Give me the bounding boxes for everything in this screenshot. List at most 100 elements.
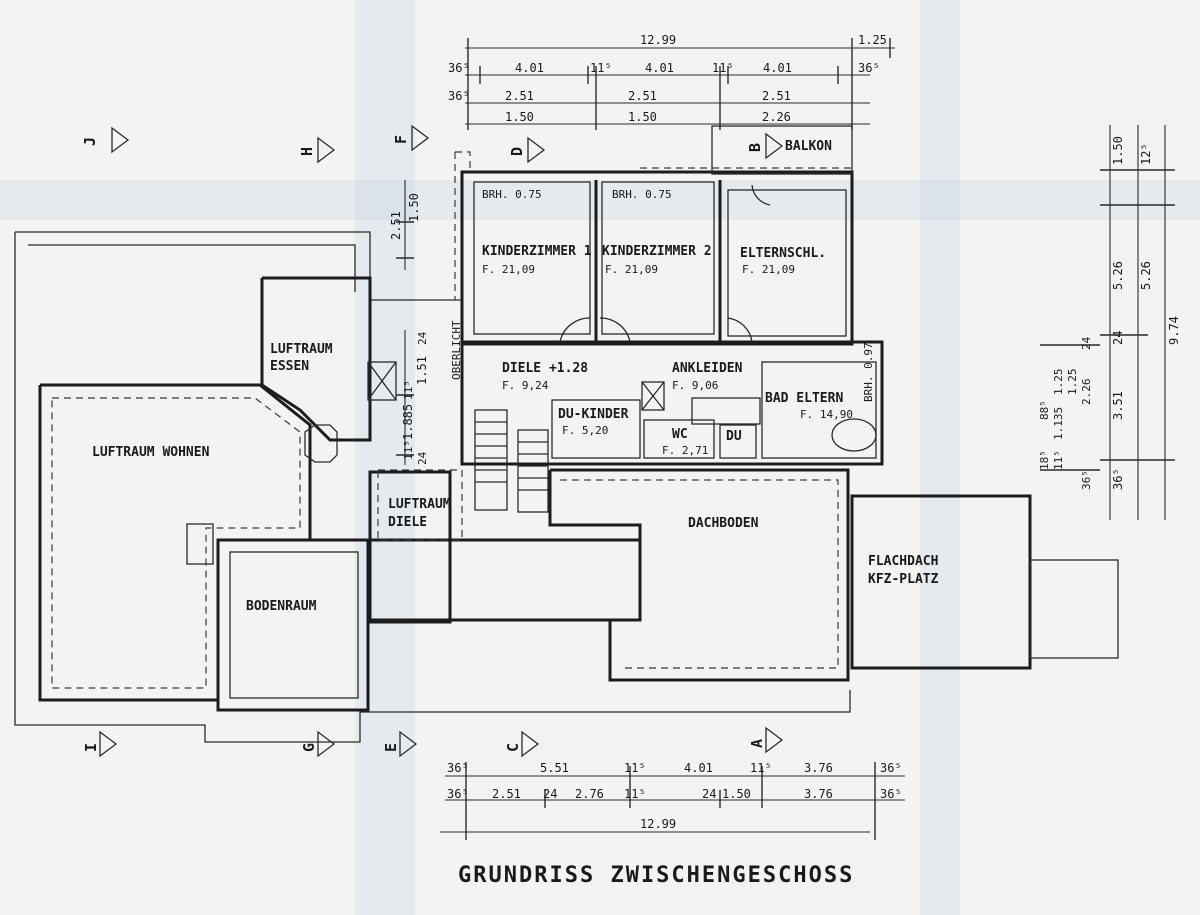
dim-top-r1-2: 11⁵ — [590, 61, 612, 75]
dim-right-outer-2: 24 — [1111, 331, 1125, 345]
dim-right-small-7: 18⁵ — [1038, 450, 1051, 470]
dim-bot-r1-6: 36⁵ — [880, 761, 902, 775]
room-bad-eltern-area: F. 14,90 — [800, 408, 853, 421]
room-kinderzimmer2-area: F. 21,09 — [605, 263, 658, 276]
dim-right-mid-1: 5.26 — [1139, 261, 1153, 290]
section-marker-j-arrow — [111, 126, 130, 154]
dim-right-small-3: 11⁵ — [1052, 450, 1065, 470]
dim-right-small-4: 1.135 — [1052, 407, 1065, 440]
room-kinderzimmer1-name: KINDERZIMMER 1 — [482, 244, 592, 259]
dim-bot-r2-7: 3.76 — [804, 787, 833, 801]
section-marker-b-arrow — [765, 132, 784, 160]
dim-top-r3-1: 1.50 — [628, 110, 657, 124]
room-luftraum-essen-l2: ESSEN — [270, 359, 309, 374]
room-dachboden-name: DACHBODEN — [688, 516, 759, 531]
dim-top-r1-3: 4.01 — [645, 61, 674, 75]
section-marker-d-arrow — [527, 136, 546, 164]
section-marker-g: G — [300, 743, 318, 752]
dim-bot-r1-0: 36⁵ — [447, 761, 469, 775]
dim-right-outer-3: 3.51 — [1111, 391, 1125, 420]
note-brh-kz2: BRH. 0.75 — [612, 188, 672, 201]
dim-right-small-2: 2.26 — [1080, 379, 1093, 406]
room-du-kinder-name: DU-KINDER — [558, 407, 629, 422]
dim-top-r2-2: 2.51 — [628, 89, 657, 103]
left-dimension-chain — [396, 180, 414, 465]
section-marker-a-arrow — [765, 726, 784, 754]
dim-top-r1-6: 36⁵ — [858, 61, 880, 75]
room-flachdach-l2: KFZ-PLATZ — [868, 572, 939, 587]
room-flachdach-l1: FLACHDACH — [868, 554, 938, 569]
section-marker-f-arrow — [411, 124, 430, 152]
room-du-name: DU — [726, 429, 742, 444]
section-marker-e-arrow — [399, 730, 418, 758]
right-dimension-chain — [1040, 125, 1175, 520]
dim-top-r1-1: 4.01 — [515, 61, 544, 75]
scan-fold-vertical-right — [920, 0, 960, 915]
section-marker-c: C — [504, 743, 522, 752]
dim-right-outer-0: 1.50 — [1111, 136, 1125, 165]
note-brh-bad: BRH. 0.97 — [862, 342, 875, 402]
room-wc-name: WC — [672, 427, 688, 442]
room-ankleiden-name: ANKLEIDEN — [672, 361, 743, 376]
dim-right-mid-2: 9.74 — [1167, 316, 1181, 345]
dim-left-5: 1.885 — [401, 404, 415, 440]
dim-right-outer-1: 5.26 — [1111, 261, 1125, 290]
dim-right-small-6: 1.25 — [1066, 369, 1079, 396]
section-marker-h: H — [298, 147, 316, 156]
dim-bot-r2-5: 24 — [702, 787, 716, 801]
dim-left-4: 11⁵ — [402, 380, 415, 400]
section-marker-j: J — [81, 137, 99, 146]
room-luftraum-essen-l1: LUFTRAUM — [270, 342, 333, 357]
note-brh-kz1: BRH. 0.75 — [482, 188, 542, 201]
dim-right-small-5: 1.25 — [1052, 369, 1065, 396]
top-dimension-chain — [465, 38, 895, 130]
section-marker-d: D — [508, 147, 526, 156]
room-du-kinder-area: F. 5,20 — [562, 424, 608, 437]
dim-left-1: 1.50 — [407, 193, 421, 222]
room-diele-area: F. 9,24 — [502, 379, 549, 392]
room-elternschl-name: ELTERNSCHL. — [740, 246, 826, 261]
section-marker-f: F — [392, 135, 410, 144]
dim-top-r2-1: 2.51 — [505, 89, 534, 103]
scan-fold-horizontal — [0, 180, 1200, 220]
section-marker-e: E — [382, 743, 400, 752]
dim-left-6: 11⁵ — [402, 440, 415, 460]
section-marker-c-arrow — [521, 730, 540, 758]
dim-right-mid-0: 12⁵ — [1139, 143, 1153, 165]
dim-right-small-1: 24 — [1080, 336, 1093, 350]
section-marker-i-arrow — [99, 730, 118, 758]
note-oberlicht: OBERLICHT — [450, 320, 463, 380]
dim-right-small-0: 36⁵ — [1080, 470, 1093, 490]
dim-bot-r1-4: 11⁵ — [750, 761, 772, 775]
dim-top-r1-4: 11⁵ — [712, 61, 734, 75]
section-marker-g-arrow — [317, 730, 336, 758]
dim-bot-r2-8: 36⁵ — [880, 787, 902, 801]
dim-top-r2-3: 2.51 — [762, 89, 791, 103]
section-marker-a: A — [748, 739, 766, 748]
room-luftraum-wohnen-name: LUFTRAUM WOHNEN — [92, 445, 210, 460]
dim-bot-r1-2: 11⁵ — [624, 761, 646, 775]
room-luftraum-diele-l1: LUFTRAUM — [388, 497, 451, 512]
dim-bot-r1-1: 5.51 — [540, 761, 569, 775]
dim-left-3: 1.51 — [415, 356, 429, 385]
drawing-title: GRUNDRISS ZWISCHENGESCHOSS — [458, 863, 854, 888]
dim-right-outer-4: 36⁵ — [1111, 468, 1125, 490]
dim-bot-r2-3: 2.76 — [575, 787, 604, 801]
dim-left-0: 2.51 — [389, 211, 403, 240]
dim-top-r3-2: 2.26 — [762, 110, 791, 124]
section-marker-b: B — [746, 143, 764, 152]
building-outline — [14, 125, 1119, 743]
room-kinderzimmer1-area: F. 21,09 — [482, 263, 535, 276]
section-markers: J H F D B I G E C A — [81, 124, 784, 758]
dim-bot-r1-5: 3.76 — [804, 761, 833, 775]
dim-top-total: 12.99 — [640, 33, 676, 47]
dim-top-r3-0: 1.50 — [505, 110, 534, 124]
bottom-dimension-chain — [440, 762, 905, 840]
room-elternschl-area: F. 21,09 — [742, 263, 795, 276]
dim-bot-total: 12.99 — [640, 817, 676, 831]
dim-top-r1-0: 36⁵ — [448, 61, 470, 75]
dim-bot-r1-3: 4.01 — [684, 761, 713, 775]
dim-bot-r2-4: 11⁵ — [624, 787, 646, 801]
dim-right-small-8: 88⁵ — [1038, 400, 1051, 420]
